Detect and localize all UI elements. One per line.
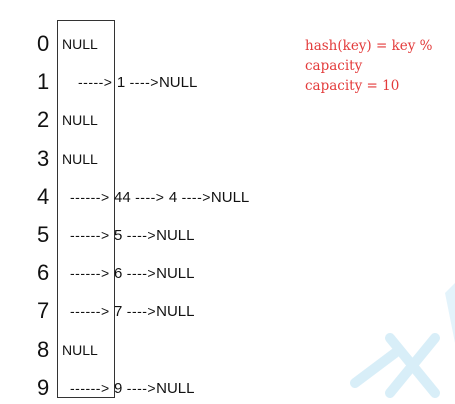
chain-arrow: ----> bbox=[122, 303, 157, 319]
bucket-chain: ------> 7 ---->NULL bbox=[70, 296, 194, 327]
bucket-null-label: NULL bbox=[62, 151, 98, 167]
bucket-row: 0 NULL bbox=[0, 29, 455, 59]
bucket-index: 8 bbox=[37, 337, 50, 362]
hash-formula: hash(key) = key % capacity capacity = 10 bbox=[305, 36, 433, 96]
bucket-index: 2 bbox=[37, 107, 50, 132]
bucket-index: 4 bbox=[37, 184, 50, 209]
bucket-chain: ------> 9 ---->NULL bbox=[70, 373, 194, 404]
chain-tail-null: NULL bbox=[156, 227, 195, 244]
chain-arrow: ------> bbox=[70, 380, 115, 396]
bucket-row: 6------> 6 ---->NULL bbox=[0, 258, 455, 288]
bucket-row: 2 NULL bbox=[0, 105, 455, 135]
chain-arrow: ------> bbox=[70, 227, 115, 243]
chain-node: 6 bbox=[114, 265, 123, 282]
bucket-row: 4------> 44 ----> 4 ---->NULL bbox=[0, 182, 455, 212]
chain-tail-null: NULL bbox=[156, 303, 195, 320]
chain-tail-null: NULL bbox=[158, 74, 198, 91]
chain-node: 5 bbox=[114, 227, 123, 244]
formula-line-1: hash(key) = key % bbox=[305, 38, 433, 54]
bucket-index: 1 bbox=[37, 69, 50, 94]
chain-arrow: ----> bbox=[122, 265, 157, 281]
bucket-row: 7------> 7 ---->NULL bbox=[0, 296, 455, 326]
bucket-null-label: NULL bbox=[62, 112, 98, 128]
chain-node: 44 bbox=[114, 189, 131, 206]
bucket-index: 7 bbox=[37, 298, 50, 323]
bucket-chain: -----> 1 ---->NULL bbox=[78, 67, 197, 98]
bucket-row: 3 NULL bbox=[0, 144, 455, 174]
bucket-index: 3 bbox=[37, 146, 50, 171]
chain-arrow: ----> bbox=[130, 189, 169, 205]
bucket-array-box bbox=[57, 20, 115, 398]
bucket-chain: ------> 5 ---->NULL bbox=[70, 220, 194, 251]
bucket-chain: ------> 44 ----> 4 ---->NULL bbox=[70, 182, 249, 213]
bucket-row: 5------> 5 ---->NULL bbox=[0, 220, 455, 250]
chain-arrow: ----> bbox=[122, 380, 157, 396]
chain-arrow: ----> bbox=[125, 74, 159, 90]
chain-arrow: ------> bbox=[70, 265, 115, 281]
watermark-graphic bbox=[335, 283, 455, 403]
chain-node: 1 bbox=[116, 74, 126, 91]
chain-tail-null: NULL bbox=[156, 380, 195, 397]
bucket-null-label: NULL bbox=[62, 36, 98, 52]
bucket-index: 6 bbox=[37, 260, 50, 285]
chain-arrow: ------> bbox=[70, 303, 115, 319]
bucket-null-label: NULL bbox=[62, 342, 98, 358]
bucket-row: 9------> 9 ---->NULL bbox=[0, 373, 455, 403]
formula-line-2: capacity bbox=[305, 58, 363, 74]
chain-arrow: ----> bbox=[177, 189, 211, 205]
formula-line-3: capacity = 10 bbox=[305, 78, 400, 94]
bucket-index: 9 bbox=[37, 375, 50, 400]
chain-node: 4 bbox=[168, 189, 178, 206]
chain-arrow: ------> bbox=[70, 189, 115, 205]
watermark-icon bbox=[350, 283, 455, 398]
chain-arrow: ----> bbox=[122, 227, 157, 243]
bucket-index: 0 bbox=[37, 31, 50, 56]
chain-node: 9 bbox=[114, 380, 123, 397]
bucket-index: 5 bbox=[37, 222, 50, 247]
chain-arrow: -----> bbox=[78, 74, 117, 90]
chain-tail-null: NULL bbox=[156, 265, 195, 282]
bucket-chain: ------> 6 ---->NULL bbox=[70, 258, 194, 289]
chain-node: 7 bbox=[114, 303, 123, 320]
bucket-row: 1-----> 1 ---->NULL bbox=[0, 67, 455, 97]
bucket-row: 8 NULL bbox=[0, 335, 455, 365]
chain-tail-null: NULL bbox=[210, 189, 250, 206]
